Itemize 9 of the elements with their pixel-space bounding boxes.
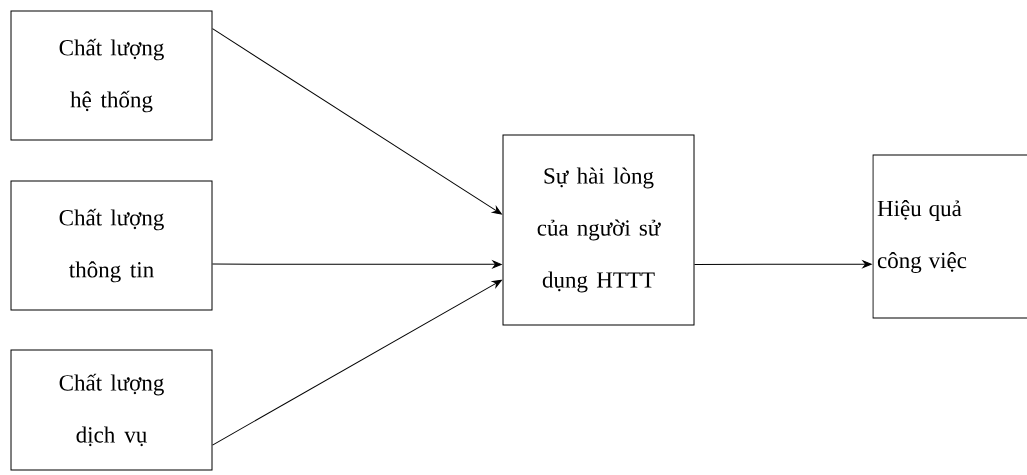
arrow [212,279,502,446]
arrow [694,260,872,269]
text-box: Chất lượng hệ thống [10,10,213,141]
text-box: Chất lượng thông tin [10,180,213,311]
text-box: Chất lượng dịch vụ [10,349,213,471]
arrow [212,28,502,215]
text-box: Sự hài lòng của người sử dụng HTTT [502,134,695,326]
text-box: Hiệu quả công việc [872,154,1027,319]
arrow [212,260,502,269]
